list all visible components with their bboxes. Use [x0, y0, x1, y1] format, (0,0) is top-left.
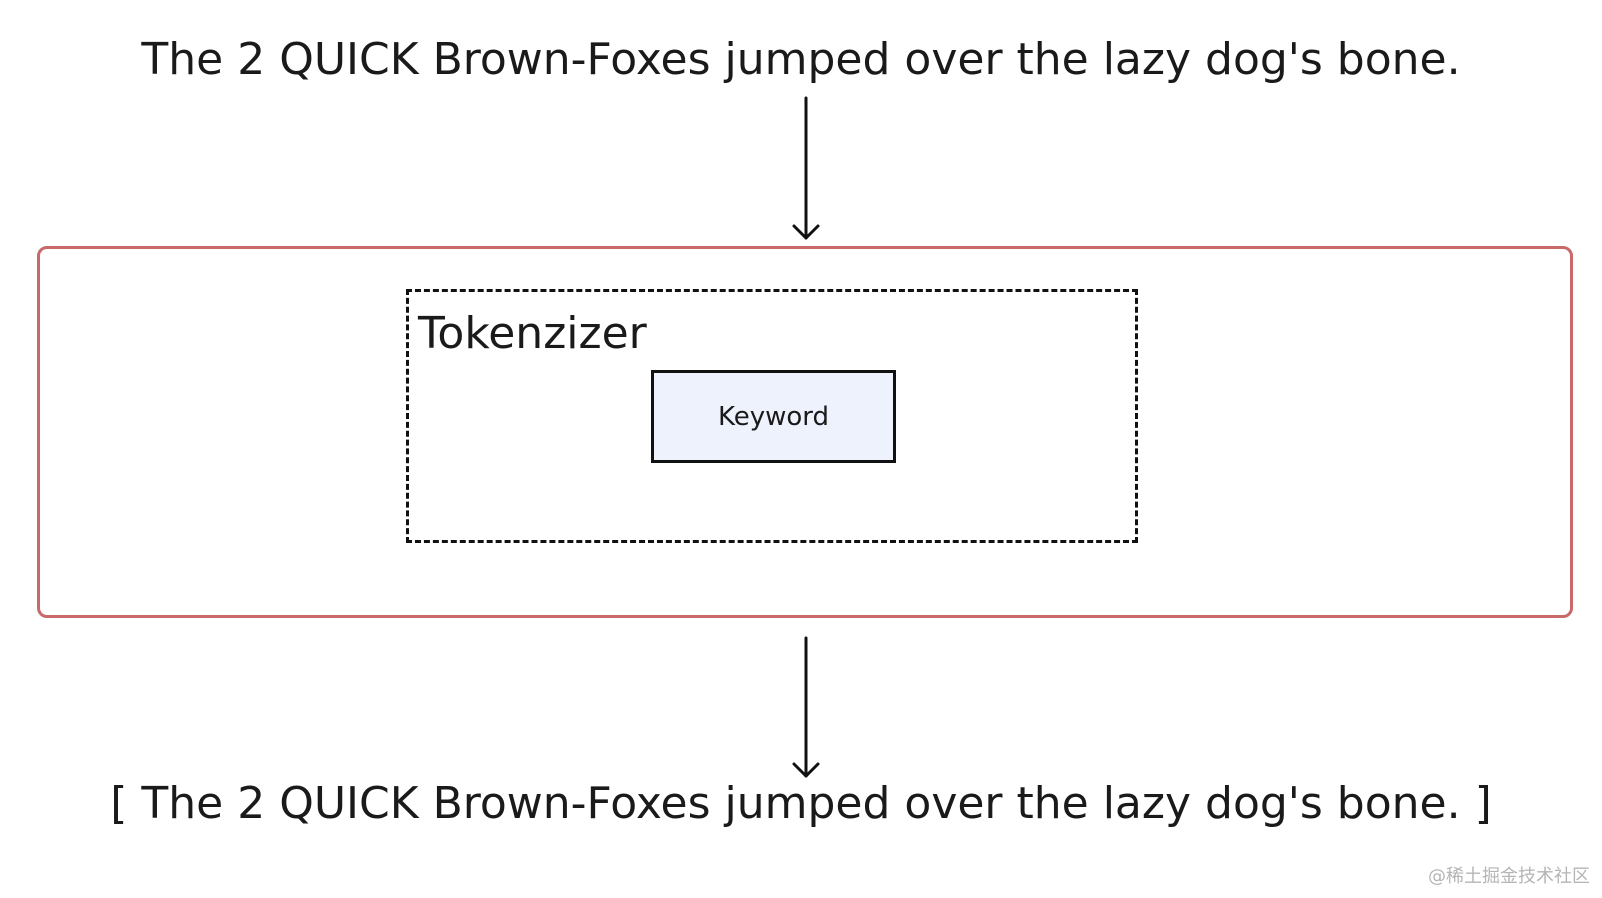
keyword-tokenizer-node: Keyword	[651, 370, 896, 463]
tokenizer-title: Tokenzizer	[418, 308, 647, 359]
watermark: @稀土掘金技术社区	[1428, 866, 1590, 887]
output-text: [ The 2 QUICK Brown-Foxes jumped over th…	[110, 778, 1492, 829]
analyzer-container	[37, 246, 1573, 618]
input-text: The 2 QUICK Brown-Foxes jumped over the …	[141, 34, 1461, 85]
tokenizer-group	[406, 289, 1138, 543]
arrow-input-to-analyzer	[792, 96, 820, 240]
keyword-label: Keyword	[717, 401, 830, 432]
arrow-analyzer-to-output	[792, 636, 820, 778]
